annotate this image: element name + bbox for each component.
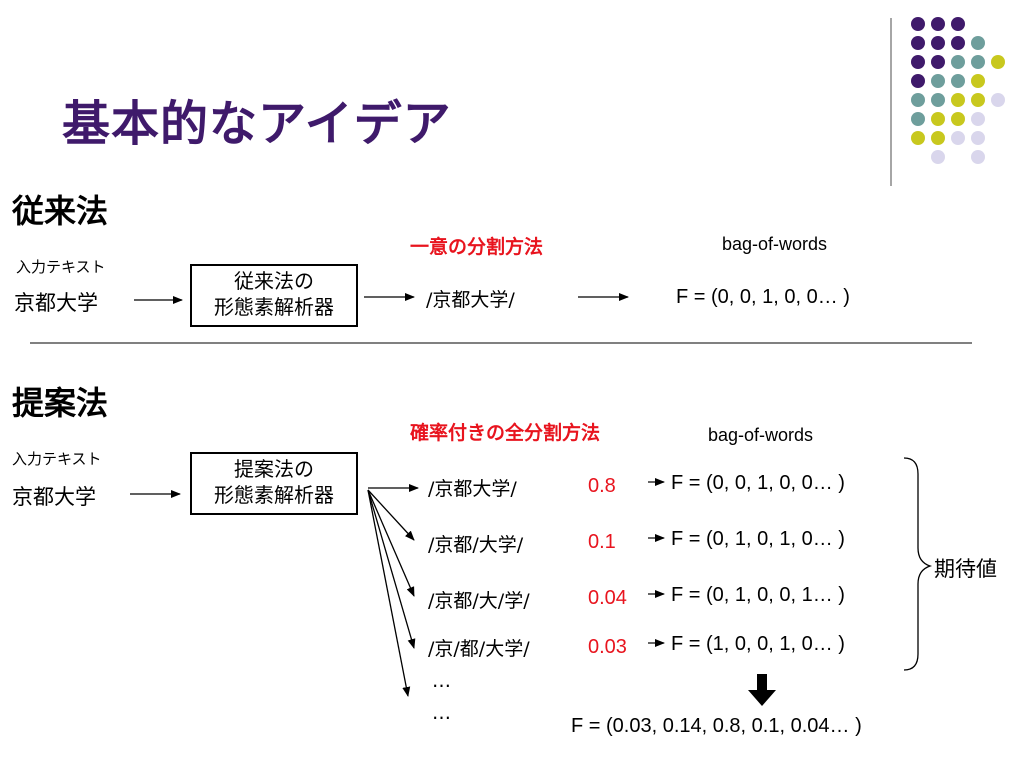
decor-dot (931, 112, 945, 126)
prop-analyzer-line1: 提案法の (234, 457, 314, 481)
decor-dot (971, 131, 985, 145)
candidate-probability: 0.04 (588, 587, 627, 609)
decor-dot (951, 17, 965, 31)
down-arrow-shaft (757, 674, 767, 690)
decor-dot (951, 93, 965, 107)
decor-dot (951, 131, 965, 145)
decor-dot (931, 150, 945, 164)
conv-segmentation: /京都大学/ (426, 289, 515, 311)
page-title: 基本的なアイデア (62, 96, 452, 152)
prop-analyzer-line2: 形態素解析器 (214, 483, 334, 507)
decor-dot (971, 93, 985, 107)
candidate-segmentation: /京都/大/学/ (428, 590, 530, 612)
candidate-vector: F = (0, 1, 0, 1, 0… ) (671, 528, 845, 550)
conventional-heading: 従来法 (12, 192, 109, 230)
decor-dot (991, 93, 1005, 107)
conv-method-label: 一意の分割方法 (410, 236, 544, 258)
conv-vector: F = (0, 0, 1, 0, 0… ) (676, 286, 850, 308)
prop-arrow-cand3 (367, 489, 415, 597)
decor-dot (951, 55, 965, 69)
decor-dot (951, 36, 965, 50)
decor-dot (971, 55, 985, 69)
decor-dot (911, 93, 925, 107)
decor-dot (931, 17, 945, 31)
candidate-probability: 0.03 (588, 636, 627, 658)
conv-analyzer-line2: 形態素解析器 (214, 295, 334, 319)
decor-dot (911, 36, 925, 50)
decor-dot (911, 74, 925, 88)
expected-vector-result: F = (0.03, 0.14, 0.8, 0.1, 0.04… ) (571, 715, 862, 737)
decor-dot (931, 36, 945, 50)
decor-dot (951, 112, 965, 126)
decor-dot (911, 17, 925, 31)
decor-dot (971, 36, 985, 50)
ellipsis-more-1: … (432, 670, 451, 692)
decor-dot (931, 93, 945, 107)
conv-analyzer-box: 従来法の 形態素解析器 (190, 264, 358, 327)
prop-arrow-more (367, 489, 411, 697)
decor-dot (911, 131, 925, 145)
prop-method-label: 確率付きの全分割方法 (410, 422, 601, 444)
prop-input-label: 入力テキスト (12, 450, 102, 468)
decor-dot (991, 55, 1005, 69)
prop-analyzer-box: 提案法の 形態素解析器 (190, 452, 358, 515)
conv-bow-label: bag-of-words (722, 234, 828, 254)
prop-input-text: 京都大学 (12, 485, 96, 509)
prop-arrow-cand2 (367, 489, 415, 541)
candidate-segmentation: /京都/大学/ (428, 534, 524, 556)
prop-arrow-cand4 (367, 489, 416, 649)
candidate-vector: F = (1, 0, 0, 1, 0… ) (671, 633, 845, 655)
expectation-brace (903, 457, 933, 671)
candidate-segmentation: /京/都/大学/ (428, 638, 530, 660)
candidate-vector: F = (0, 0, 1, 0, 0… ) (671, 472, 845, 494)
decor-dot (931, 55, 945, 69)
proposed-heading: 提案法 (12, 384, 109, 422)
conv-input-text: 京都大学 (14, 291, 98, 315)
decor-dot (911, 112, 925, 126)
candidate-probability: 0.8 (588, 475, 616, 497)
ellipsis-more-2: … (432, 702, 451, 724)
decor-dot (931, 131, 945, 145)
decor-dot (971, 74, 985, 88)
expected-value-label: 期待値 (934, 557, 997, 581)
conv-input-label: 入力テキスト (16, 258, 106, 276)
decor-dot (951, 74, 965, 88)
decor-dot (931, 74, 945, 88)
down-arrow-head (748, 690, 776, 706)
conv-analyzer-line1: 従来法の (234, 269, 314, 293)
candidate-probability: 0.1 (588, 531, 616, 553)
decor-dot (971, 112, 985, 126)
decor-dot (911, 55, 925, 69)
candidate-segmentation: /京都大学/ (428, 478, 517, 500)
decor-dot (971, 150, 985, 164)
candidate-vector: F = (0, 1, 0, 0, 1… ) (671, 584, 845, 606)
prop-bow-label: bag-of-words (708, 425, 814, 445)
